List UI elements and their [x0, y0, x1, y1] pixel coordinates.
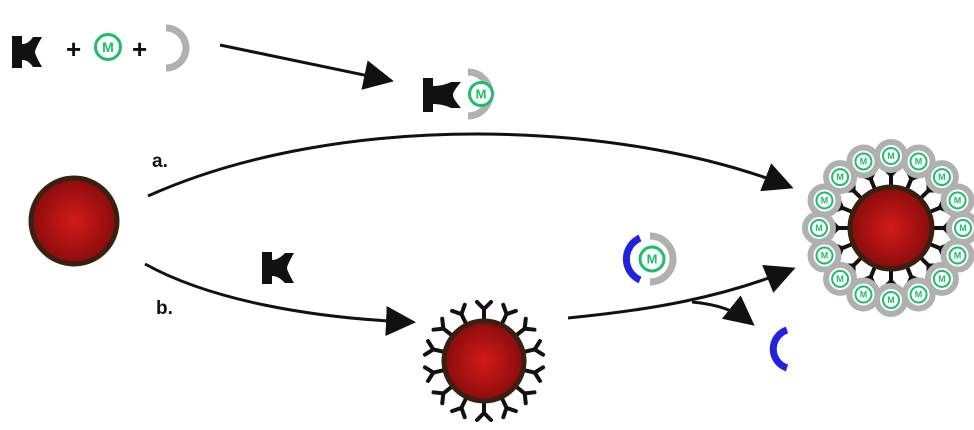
- arrow-route-b: [144, 262, 416, 337]
- arrow-complex-formation: [219, 43, 394, 90]
- marker-m-bead-icon: [948, 191, 967, 210]
- route-b-label: b.: [156, 298, 173, 319]
- marker-m-bead-icon: [882, 291, 900, 309]
- ligand-y-shape-icon: [450, 396, 469, 420]
- free-ligand: [262, 252, 294, 284]
- marker-letter: M: [860, 290, 868, 300]
- ligand-y-shape-icon: [12, 36, 42, 68]
- arrow-route-a: [147, 132, 794, 198]
- c-shaped-shell-icon: [165, 24, 190, 72]
- marker-letter: M: [938, 274, 946, 284]
- marker-letter: M: [915, 156, 923, 166]
- ligand-y-shape-icon: [431, 384, 454, 406]
- marker-letter: M: [821, 251, 829, 261]
- ligand-y-shape-icon: [431, 316, 454, 338]
- ligand-y-shape-icon: [514, 316, 537, 338]
- reagent-ligand: [12, 36, 42, 68]
- marker-letter: M: [647, 252, 658, 267]
- arrow-route-b-to-product: [567, 264, 796, 320]
- marker-m-bead-icon: [954, 219, 972, 237]
- marker-m-bead-icon: [854, 285, 873, 304]
- marker-m-bead-icon: [909, 152, 928, 171]
- marker-m-bead-icon: [932, 269, 951, 288]
- blocked-complex: M: [622, 232, 677, 286]
- route-a-label: a.: [152, 151, 168, 172]
- ligand-y-shape-icon: [475, 401, 493, 422]
- marker-m-bead-icon: [909, 285, 928, 304]
- blue-blocker-arc-icon: [622, 234, 642, 284]
- marker-letter: M: [954, 195, 962, 205]
- marker-m-bead-icon: [882, 147, 900, 165]
- marker-m-bead-icon: [815, 191, 834, 210]
- marker-m-bead-icon: [638, 245, 666, 273]
- marker-m-bead-icon: [468, 81, 494, 107]
- red-nanoparticle-icon: [28, 175, 120, 267]
- marker-letter: M: [959, 223, 967, 233]
- ligand-y-shape-icon: [262, 252, 294, 284]
- ligand-y-shape-icon: [450, 302, 469, 326]
- marker-letter: M: [887, 295, 895, 305]
- plus-sign-2: +: [132, 34, 147, 64]
- ligand-y-shape-icon: [422, 339, 446, 357]
- marker-m-bead-icon: [831, 168, 850, 187]
- product-complex: M: [423, 68, 494, 120]
- marker-letter: M: [815, 223, 823, 233]
- marker-letter: M: [476, 87, 487, 102]
- marker-letter: M: [860, 156, 868, 166]
- red-nanoparticle-icon: [441, 318, 527, 404]
- marker-letter: M: [887, 151, 895, 161]
- reagent-shell: [165, 24, 190, 72]
- marker-m-bead-icon: [854, 152, 873, 171]
- released-blocker: [769, 326, 789, 372]
- marker-m-bead-icon: [831, 269, 850, 288]
- blue-blocker-arc-icon: [769, 326, 789, 372]
- ligand-coated-nanoparticle: [441, 318, 527, 404]
- reagent-marker: M: [94, 33, 122, 61]
- marker-letter: M: [915, 290, 923, 300]
- red-nanoparticle-icon: [847, 184, 935, 272]
- marker-m-bead-icon: [94, 33, 122, 61]
- ligand-y-shape-icon: [522, 339, 546, 357]
- ligand-y-shape-icon: [475, 300, 493, 321]
- marker-m-bead-icon: [948, 246, 967, 265]
- labelled-nanoparticle: [847, 184, 935, 272]
- marker-m-bead-icon: [810, 219, 828, 237]
- bare-nanoparticle: [28, 175, 120, 267]
- ligand-y-shape-icon: [499, 396, 518, 420]
- plus-sign-1: +: [66, 34, 81, 64]
- ligand-y-shape-icon: [499, 302, 518, 326]
- ligand-y-shape-icon: [522, 365, 546, 383]
- marker-m-bead-icon: [815, 246, 834, 265]
- c-shaped-shell-icon: [649, 232, 677, 286]
- marker-letter: M: [836, 172, 844, 182]
- marker-letter: M: [102, 39, 114, 55]
- arrow-blocker-release: [691, 295, 755, 326]
- ligand-y-shape-icon: [514, 384, 537, 406]
- marker-letter: M: [954, 251, 962, 261]
- ligand-y-shape-icon: [423, 78, 461, 112]
- marker-letter: M: [821, 195, 829, 205]
- marker-m-bead-icon: [932, 168, 951, 187]
- marker-letter: M: [938, 172, 946, 182]
- marker-letter: M: [836, 274, 844, 284]
- ligand-y-shape-icon: [422, 365, 446, 383]
